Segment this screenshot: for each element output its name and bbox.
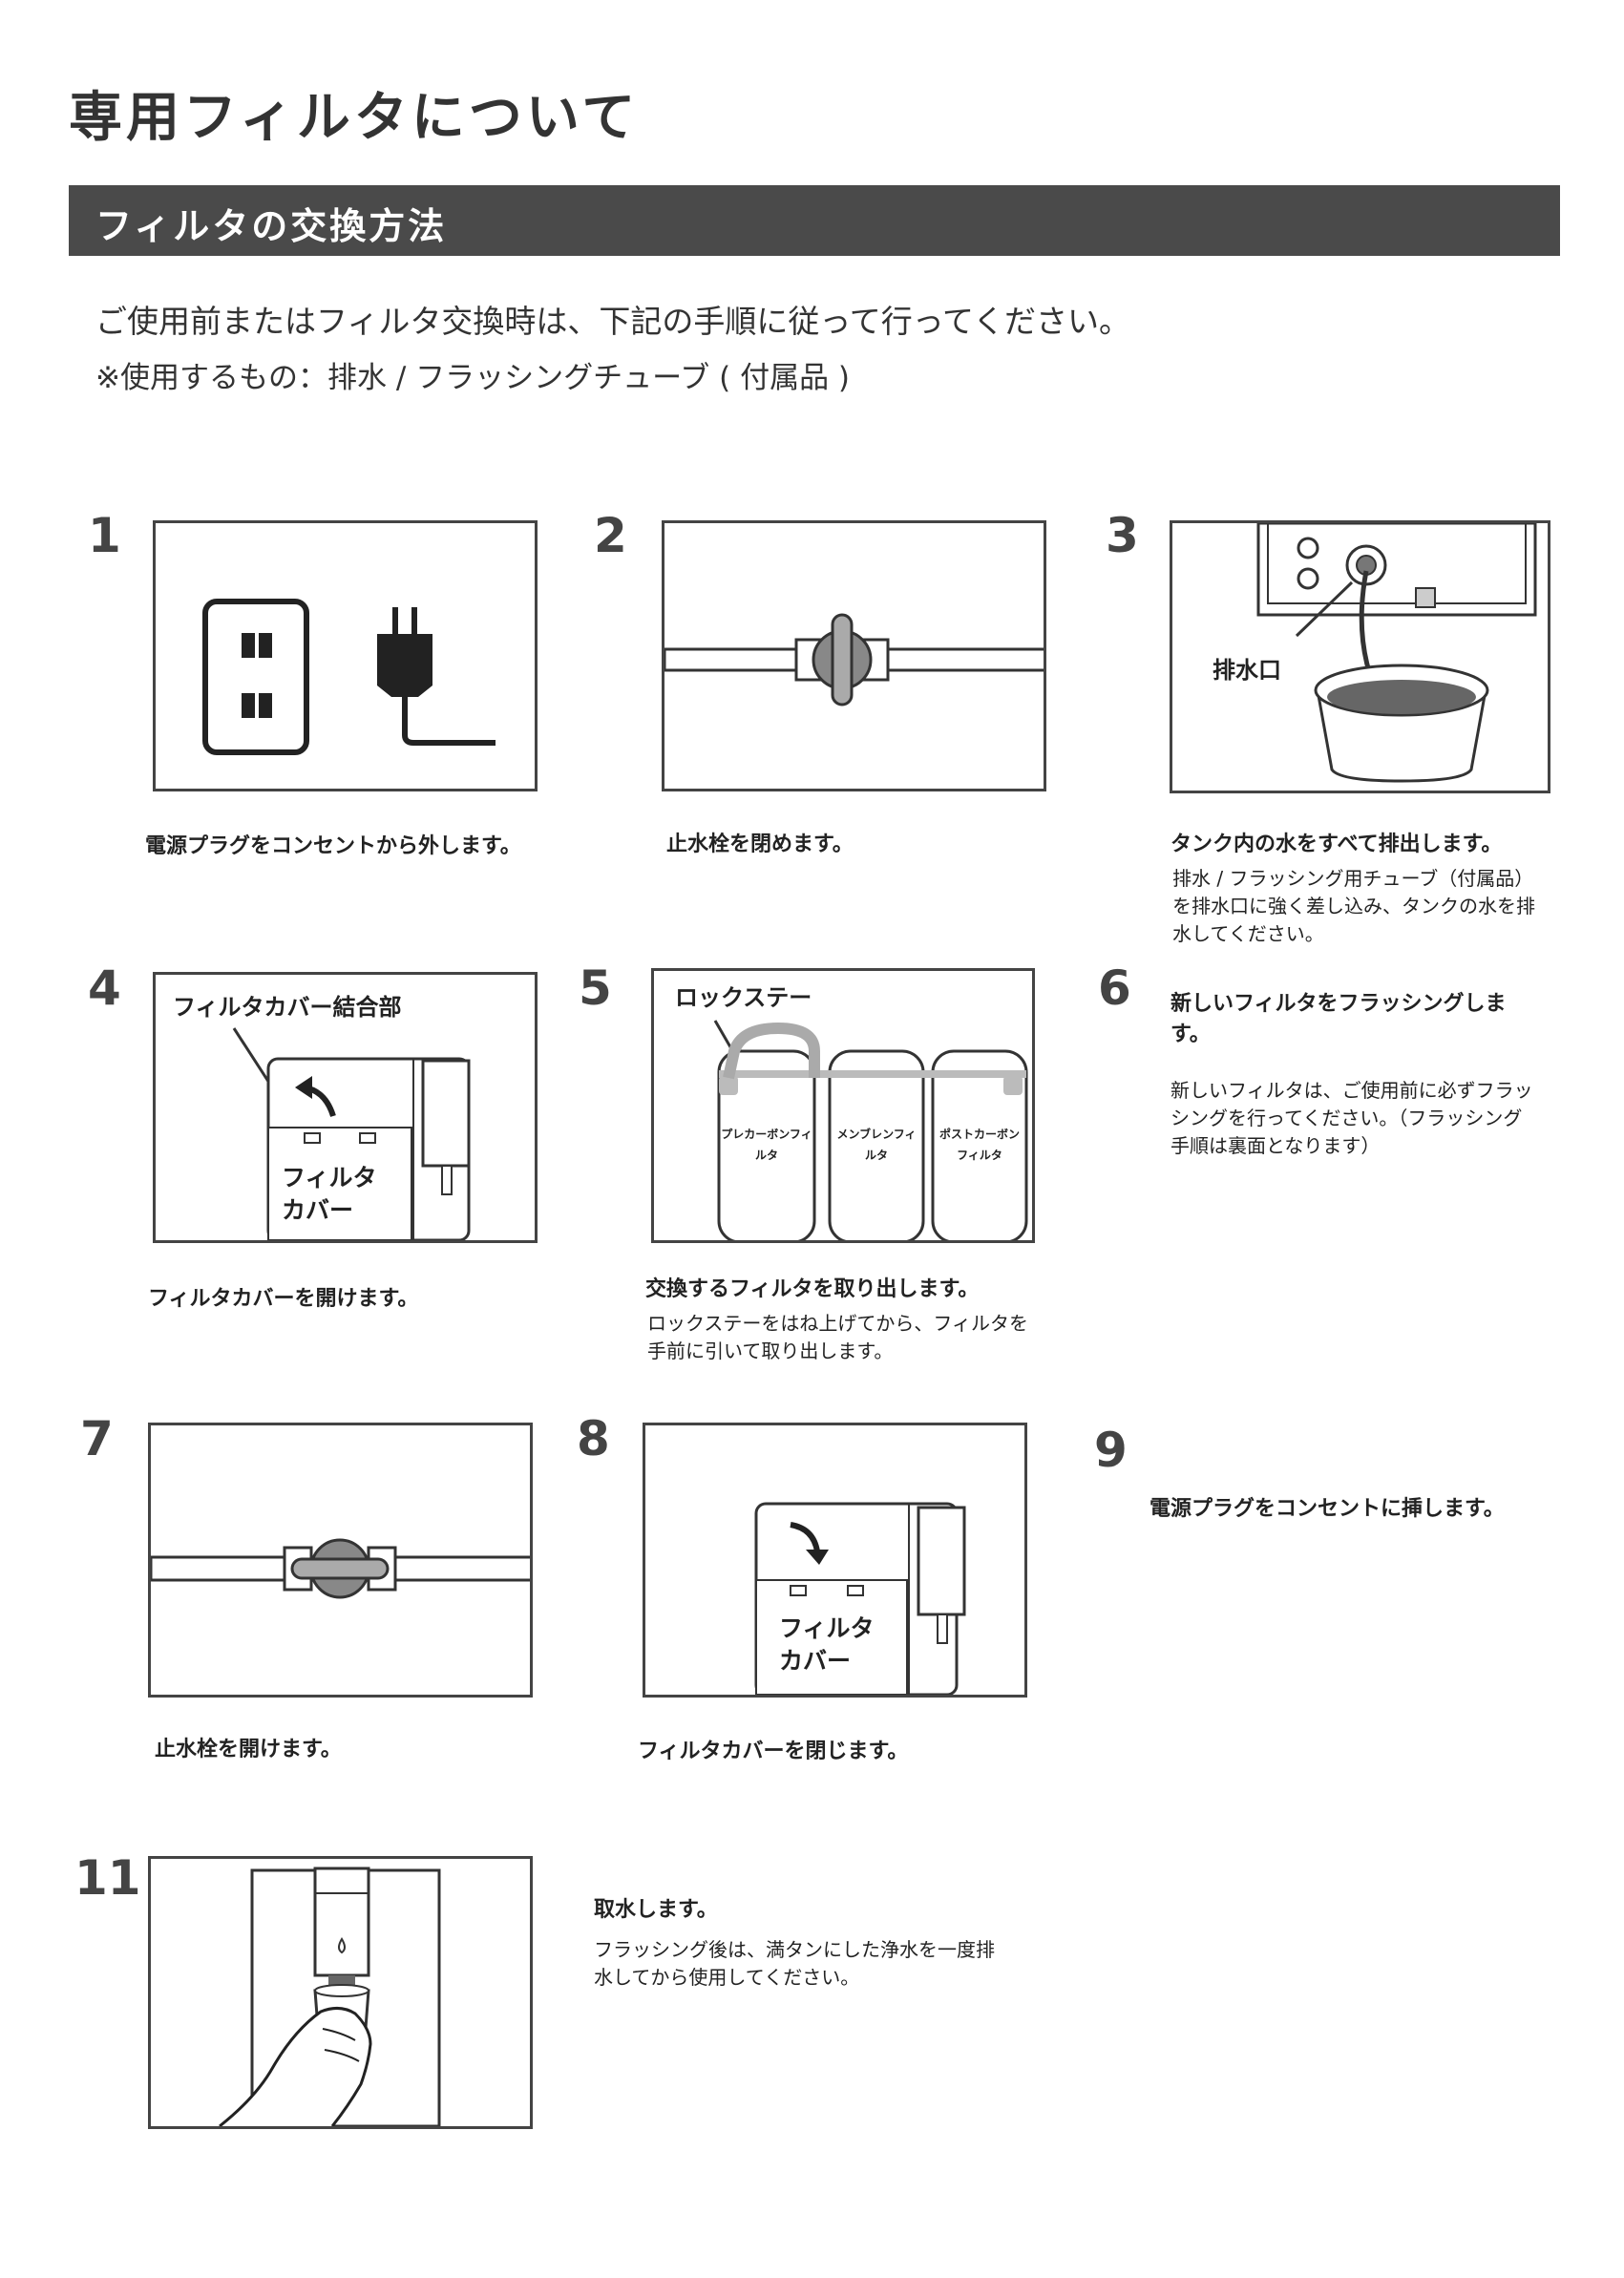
- step-3-number: 3: [1106, 508, 1139, 563]
- step-1-caption: 電源プラグをコンセントから外します。: [145, 834, 521, 858]
- filter-label-pre-carbon: プレカーボンフィルタ: [721, 1128, 812, 1162]
- step-4-number: 4: [88, 960, 121, 1016]
- section-header-bar: フィルタの交換方法: [69, 185, 1560, 256]
- outlet-plug-icon: [202, 599, 496, 755]
- step-5-note: ロックステーをはね上げてから、フィルタを手前に引いて取り出します。: [647, 1312, 1028, 1362]
- step-3-illustration: 排水口: [1170, 520, 1550, 793]
- filter-cartridges-icon: ロックステー プレカーボンフィルタ メンブレンフィルタ ポストカーボンフィルタ: [675, 984, 1028, 1240]
- step-11-note: フラッシング後は、満タンにした浄水を一度排水してから使用してください。: [594, 1938, 995, 1989]
- step-7-caption: 止水栓を開けます。: [155, 1738, 342, 1761]
- step-9-number: 9: [1094, 1423, 1128, 1478]
- intro-items-used: ※使用するもの：排水 / フラッシングチューブ ( 付属品 ): [95, 361, 851, 395]
- step-6-note: 新しいフィルタは、ご使用前に必ずフラッシングを行ってください。（フラッシング手順…: [1171, 1079, 1533, 1157]
- filter-label-membrane: メンブレンフィルタ: [836, 1128, 917, 1162]
- step-2-number: 2: [594, 508, 627, 563]
- step-6-number: 6: [1098, 960, 1131, 1016]
- step-11-caption: 取水します。: [594, 1898, 718, 1922]
- step-7-number: 7: [80, 1411, 114, 1466]
- step-5-number: 5: [579, 960, 612, 1016]
- page-title: 専用フィルタについて: [69, 87, 640, 149]
- lock-stay-label: ロックステー: [675, 984, 812, 1011]
- filter-cover-open-icon: フィルタカバー結合部 フィルタカバー: [173, 994, 471, 1240]
- step-4-illustration: フィルタカバー結合部 フィルタカバー: [153, 972, 538, 1243]
- step-6-caption: 新しいフィルタをフラッシングします。: [1171, 992, 1507, 1046]
- water-valve-closed-icon: [664, 613, 1044, 707]
- step-8-illustration: フィルタカバー: [643, 1423, 1027, 1698]
- step-2-caption: 止水栓を閉めます。: [666, 833, 854, 856]
- filter-cover-close-icon: フィルタカバー: [754, 1502, 966, 1695]
- step-5-caption: 交換するフィルタを取り出します。: [645, 1277, 980, 1301]
- step-3-caption: タンク内の水をすべて排出します。: [1171, 833, 1503, 856]
- dispense-water-icon: [219, 1867, 441, 2126]
- step-3-note: 排水 / フラッシング用チューブ（付属品）を排水口に強く差し込み、タンクの水を排…: [1172, 867, 1535, 945]
- step-11-illustration: [148, 1856, 533, 2129]
- filter-label-post-carbon: ポストカーボンフィルタ: [939, 1128, 1020, 1162]
- section-title: フィルタの交換方法: [95, 205, 448, 247]
- step-1-number: 1: [88, 508, 121, 563]
- step-5-illustration: ロックステー プレカーボンフィルタ メンブレンフィルタ ポストカーボンフィルタ: [651, 968, 1035, 1243]
- filter-cover-label: フィルタカバー: [282, 1164, 377, 1224]
- filter-cover-joint-label: フィルタカバー結合部: [173, 994, 402, 1021]
- step-7-illustration: [148, 1423, 533, 1698]
- filter-cover-label-closed: フィルタカバー: [779, 1614, 875, 1675]
- step-8-caption: フィルタカバーを閉じます。: [638, 1740, 909, 1763]
- step-11-number: 11: [74, 1850, 141, 1906]
- tank-drain-icon: 排水口: [1207, 523, 1537, 783]
- drain-port-label: 排水口: [1213, 657, 1281, 684]
- step-2-illustration: [662, 520, 1046, 791]
- step-8-number: 8: [577, 1411, 610, 1466]
- step-9-caption: 電源プラグをコンセントに挿します。: [1149, 1497, 1505, 1521]
- water-valve-open-icon: [151, 1538, 530, 1599]
- intro-text: ご使用前またはフィルタ交換時は、下記の手順に従って行ってください。: [95, 303, 1131, 340]
- step-4-caption: フィルタカバーを開けます。: [148, 1287, 419, 1311]
- step-1-illustration: [153, 520, 538, 791]
